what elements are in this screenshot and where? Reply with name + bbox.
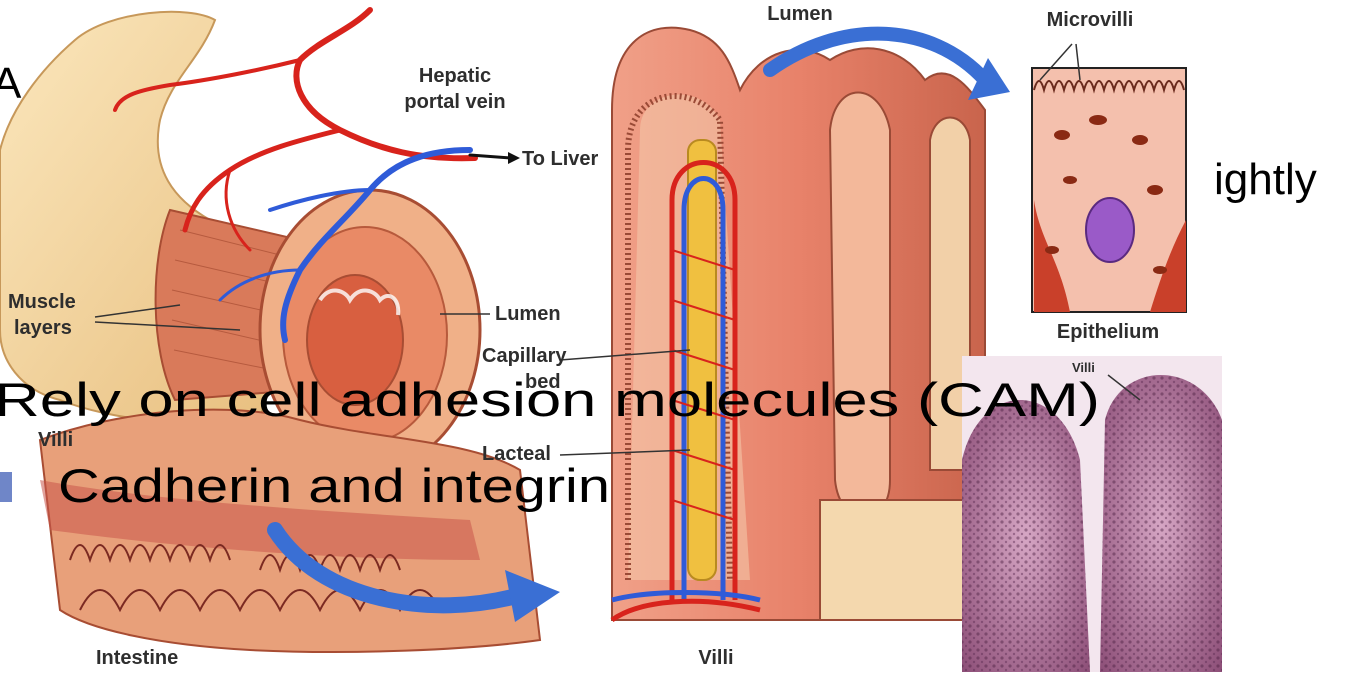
label-epithelium: Epithelium (1057, 321, 1159, 343)
label-portal-vein: portal vein (404, 91, 505, 113)
label-lumen-top: Lumen (767, 3, 833, 25)
label-to-liver: To Liver (522, 148, 599, 170)
bullet-marker (0, 472, 12, 502)
slide-bullet-2: Cadherin and integrin (58, 459, 610, 512)
label-lumen-intestine: Lumen (495, 303, 561, 325)
slide-right-fragment: ightly (1214, 155, 1317, 204)
epithelial-cell-illustration (1032, 68, 1186, 312)
villus-illustration (612, 28, 990, 620)
slide-bullet-1: Rely on cell adhesion molecules (CAM) (0, 373, 1100, 426)
label-intestine: Intestine (96, 647, 178, 669)
label-layers: layers (14, 317, 72, 339)
label-muscle: Muscle (8, 291, 76, 313)
cell-nucleus (1086, 198, 1134, 262)
slide-title-fragment: A (0, 59, 22, 108)
label-villi-bottom: Villi (698, 647, 733, 669)
label-hepatic: Hepatic (419, 65, 491, 87)
label-villi-left: Villi (38, 429, 73, 451)
label-capillary: Capillary (482, 345, 567, 367)
label-microvilli: Microvilli (1047, 9, 1134, 31)
